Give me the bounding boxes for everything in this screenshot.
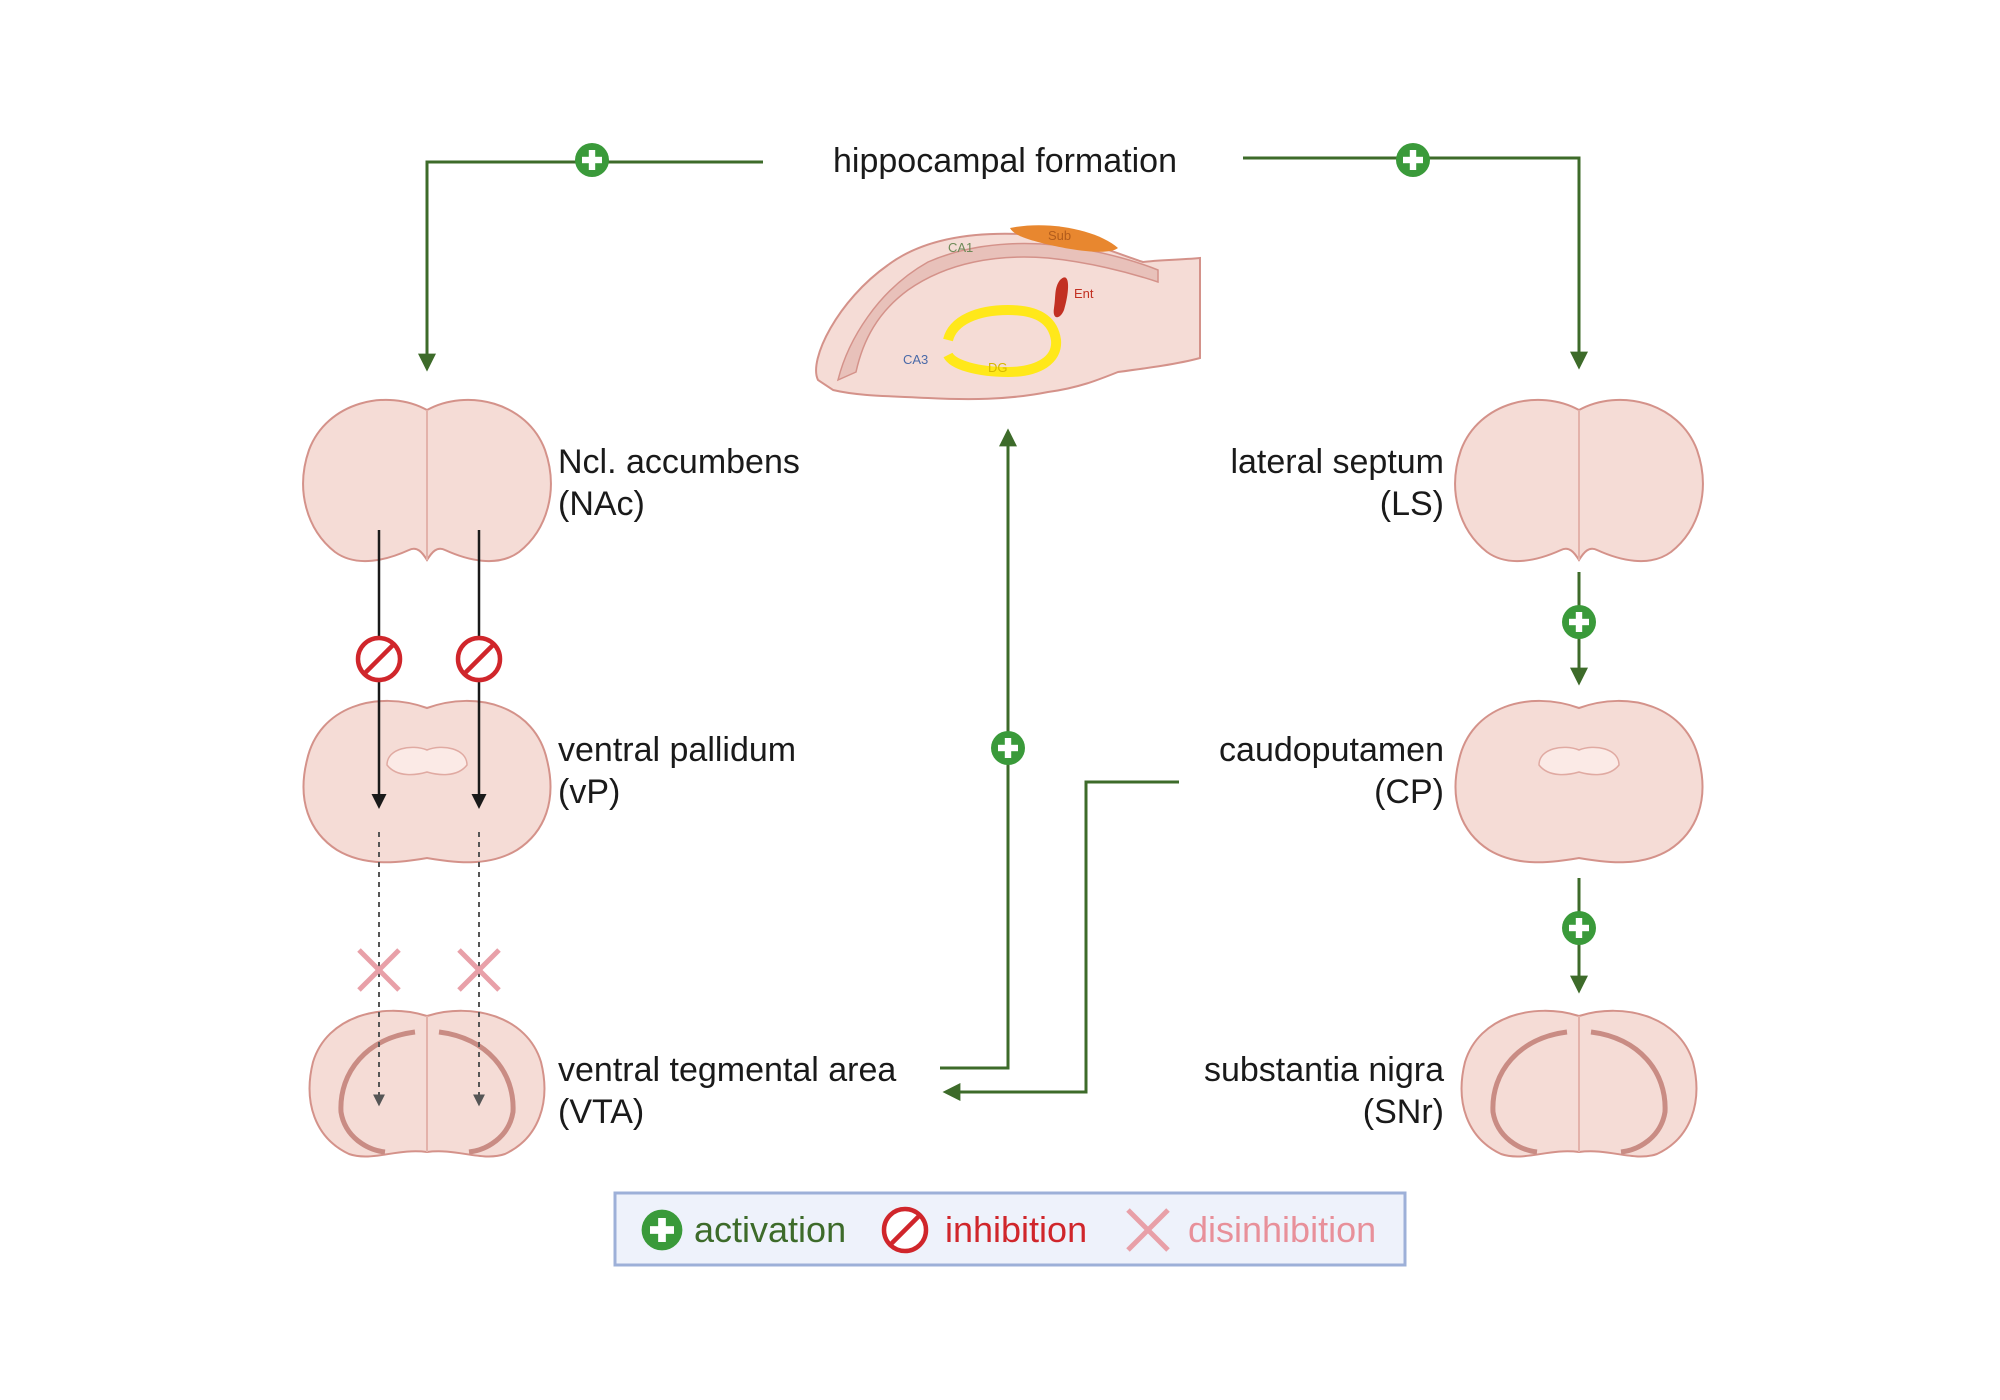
brain-slice-cp [1454,699,1704,864]
legend-activation-icon [641,1209,683,1251]
legend: activation inhibition disinhibition [613,1191,1407,1267]
activation-plus-icon [1396,143,1430,177]
nac-abbr-label: (NAc) [558,485,645,523]
legend-inhibition-label: inhibition [945,1209,1087,1250]
hippocampus-illustration: CA1 CA3 DG Sub Ent [815,225,1201,401]
brain-slice-ls [1454,398,1704,563]
cp-abbr-label: (CP) [1374,773,1444,811]
legend-activation-label: activation [694,1209,846,1250]
inhibition-icon [358,638,400,680]
nac-to-vp-inhibition-paths [358,530,500,809]
brain-slice-snr [1462,1011,1697,1157]
top-left-activation-path [418,143,763,372]
dg-label: DG [988,360,1008,375]
brain-slice-nac [302,398,552,563]
vp-name-label: ventral pallidum [558,731,796,769]
cp-name-label: caudoputamen [1219,731,1444,769]
legend-inhibition-icon [884,1209,926,1251]
ca3-label: CA3 [903,352,928,367]
brain-slice-vta [310,1011,545,1157]
title-hippocampal-formation: hippocampal formation [833,142,1177,180]
top-right-activation-path [1243,143,1588,370]
ls-name-label: lateral septum [1230,443,1444,481]
snr-abbr-label: (SNr) [1363,1093,1444,1131]
ls-to-cp-activation-path [1562,572,1596,686]
vp-abbr-label: (vP) [558,773,620,811]
ent-label: Ent [1074,286,1094,301]
ls-abbr-label: (LS) [1380,485,1444,523]
activation-plus-icon [1562,605,1596,639]
vta-to-hippocampus-activation-path [940,428,1025,1070]
inhibition-icon [458,638,500,680]
vta-abbr-label: (VTA) [558,1093,644,1131]
nac-name-label: Ncl. accumbens [558,443,800,481]
ca1-label: CA1 [948,240,973,255]
vta-name-label: ventral tegmental area [558,1051,896,1089]
legend-disinhibition-label: disinhibition [1188,1209,1376,1250]
activation-plus-icon [575,143,609,177]
activation-plus-icon [1562,911,1596,945]
cp-to-snr-activation-path [1562,878,1596,994]
snr-name-label: substantia nigra [1204,1051,1444,1089]
brain-slice-vp [302,699,552,864]
sub-label: Sub [1048,228,1071,243]
activation-plus-icon [991,731,1025,765]
cp-to-vta-path [942,780,1179,1101]
